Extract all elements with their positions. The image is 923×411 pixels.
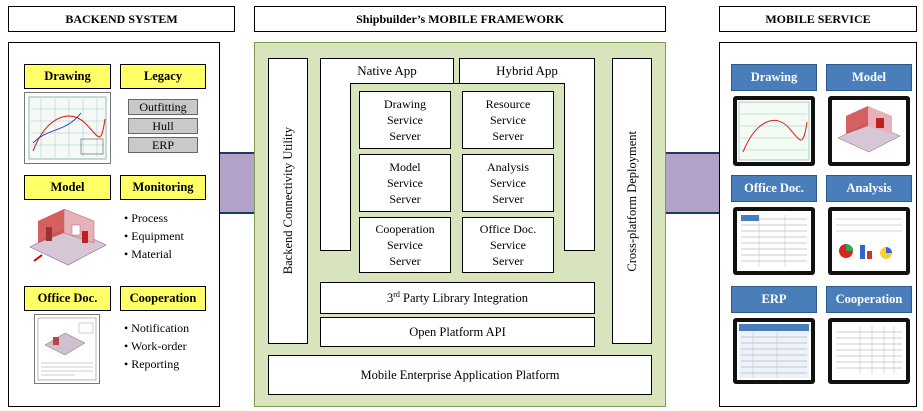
framework-header: Shipbuilder’s MOBILE FRAMEWORK [254,6,666,32]
model-3d-image [24,203,111,275]
backend-drawing-label: Drawing [24,64,111,89]
mobile-erp-label: ERP [731,286,817,313]
backend-system-header: BACKEND SYSTEM [8,6,235,32]
tablet-cooperation [828,318,910,384]
office-doc-thumbnail [34,314,100,384]
legacy-outfitting: Outfitting [128,99,198,115]
mobile-cooperation-label: Cooperation [826,286,912,313]
monitoring-item-material: • Material [124,247,172,261]
native-app-label: Native App [357,63,417,78]
mobile-analysis-label: Analysis [826,175,912,202]
mobile-model-label: Model [826,64,912,91]
mobile-service-header: MOBILE SERVICE [719,6,917,32]
monitoring-item-equipment: • Equipment [124,229,184,243]
backend-connectivity-utility: Backend Connectivity Utility [268,58,308,344]
cooperation-item-reporting: • Reporting [124,357,180,371]
backend-connector [219,152,259,214]
backend-cooperation-label: Cooperation [120,286,206,311]
drawing-thumbnail [24,92,111,164]
backend-connectivity-utility-text: Backend Connectivity Utility [280,127,295,275]
monitoring-item-process: • Process [124,211,168,225]
mobile-drawing-label: Drawing [731,64,817,91]
cross-platform-deployment: Cross-platform Deployment [612,58,652,344]
hybrid-app-label: Hybrid App [496,63,558,78]
third-party-library-integration: 3rd Party Library Integration [320,282,595,314]
backend-legacy-label: Legacy [120,64,206,89]
tablet-model [828,96,910,166]
open-platform-api: Open Platform API [320,317,595,347]
backend-office-doc-label: Office Doc. [24,286,111,311]
tablet-drawing [733,96,815,166]
legacy-erp: ERP [128,137,198,153]
mobile-connector [662,152,724,214]
backend-monitoring-label: Monitoring [120,175,206,200]
tablet-office-doc [733,207,815,275]
third-party-text: 3rd Party Library Integration [386,289,528,306]
cross-platform-deployment-text: Cross-platform Deployment [624,130,639,272]
mobile-enterprise-application-platform: Mobile Enterprise Application Platform [268,355,652,395]
backend-model-label: Model [24,175,111,200]
mobile-office-doc-label: Office Doc. [731,175,817,202]
cooperation-item-notification: • Notification [124,321,190,335]
legacy-hull: Hull [128,118,198,134]
cooperation-item-work-order: • Work-order [124,339,187,353]
tablet-analysis [828,207,910,275]
tablet-erp [733,318,815,384]
